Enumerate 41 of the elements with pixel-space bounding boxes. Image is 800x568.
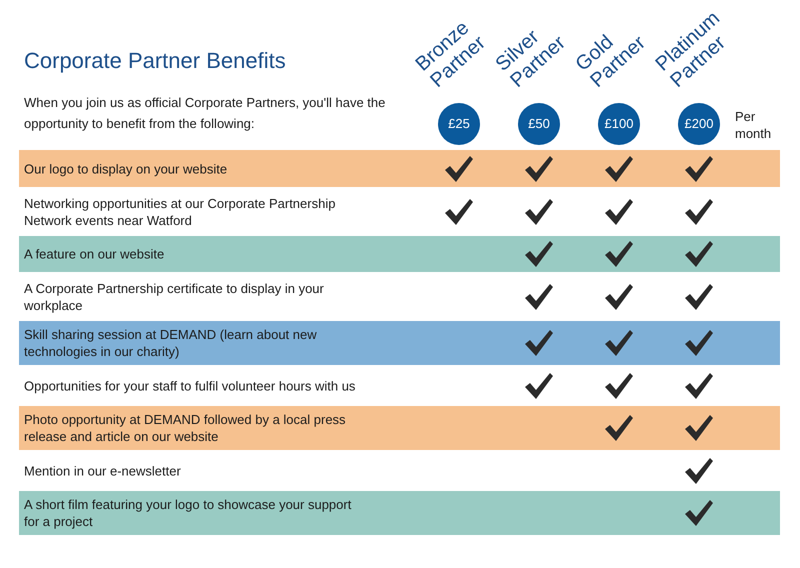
check-mark-icon	[604, 282, 634, 312]
check-mark-icon	[604, 413, 634, 443]
benefit-text: Skill sharing session at DEMAND (learn about new technologies in our charity)	[24, 326, 318, 360]
check-mark-icon	[684, 456, 714, 486]
benefit-text: Opportunities for your staff to fulfil volunteer hours with us	[24, 377, 356, 394]
check-mark-icon	[684, 328, 714, 358]
check-mark-icon	[524, 328, 554, 358]
check-mark-icon	[604, 239, 634, 269]
benefit-text: Photo opportunity at DEMAND followed by a local press release and article on our website	[24, 411, 347, 445]
per-month-label: Per month	[735, 108, 772, 142]
check-mark-icon	[604, 370, 634, 400]
check-mark-icon	[524, 282, 554, 312]
check-mark-icon	[524, 154, 554, 184]
benefit-text: Networking opportunities at our Corporate Partnership Network events near Watford	[24, 194, 336, 228]
title: Corporate Partner Benefits	[24, 47, 286, 75]
benefit-text: A Corporate Partnership certificate to display in your workplace	[24, 280, 325, 314]
benefit-row	[19, 491, 780, 535]
benefit-row	[19, 236, 780, 272]
check-mark-icon	[604, 154, 634, 184]
benefit-text: A feature on our website	[24, 246, 166, 262]
check-mark-icon	[684, 282, 714, 312]
check-mark-icon	[684, 239, 714, 269]
check-mark-icon	[684, 196, 714, 226]
benefit-text: Our logo to display on your website	[24, 160, 228, 177]
check-mark-icon	[684, 154, 714, 184]
benefit-row	[19, 406, 780, 450]
check-mark-icon	[524, 370, 554, 400]
check-mark-icon	[524, 239, 554, 269]
check-mark-icon	[604, 196, 634, 226]
check-mark-icon	[444, 196, 474, 226]
check-mark-icon	[684, 413, 714, 443]
intro-text: When you join us as official Corporate Partners, you'll have the opportunity to benefit from the following:	[24, 94, 386, 133]
benefit-text: Mention in our e-newsletter	[24, 462, 182, 479]
check-mark-icon	[684, 498, 714, 528]
check-mark-icon	[604, 328, 634, 358]
check-mark-icon	[524, 196, 554, 226]
check-mark-icon	[684, 370, 714, 400]
benefit-row	[19, 321, 780, 365]
benefit-row	[19, 150, 780, 187]
check-mark-icon	[444, 154, 474, 184]
benefit-text: A short film featuring your logo to showcase your support for a project	[24, 496, 352, 530]
